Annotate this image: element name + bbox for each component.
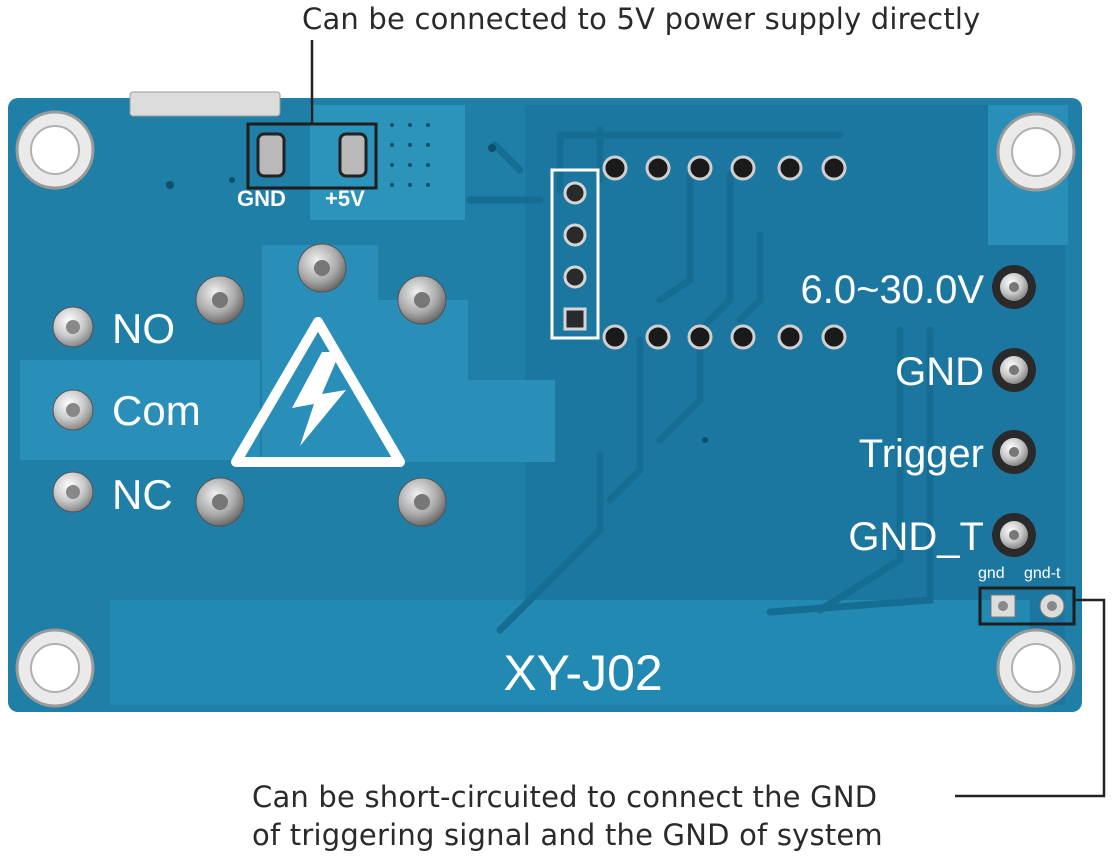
gnd-jumper-pads [978,586,1076,626]
annotation-5v-power: Can be connected to 5V power supply dire… [302,2,981,36]
via-grid [166,123,708,443]
pad-label-5v: +5V [325,186,365,211]
mounting-holes [15,110,1076,708]
terminal-label-com: Com [112,387,201,434]
relay-solder-joints [195,243,447,527]
pad-label-gnd: GND [237,186,286,211]
input-terminal-pads [992,265,1036,557]
pin-header-4 [550,168,600,340]
high-voltage-warning-icon [231,317,405,467]
input-label-voltage: 6.0~30.0V [801,268,985,312]
copper-pour-bottom [110,600,1030,705]
input-label-trigger: Trigger [859,432,984,476]
copper-pour-relay [262,245,555,462]
annotation-line-1: Can be short-circuited to connect the GN… [252,780,878,814]
terminal-label-no: NO [112,305,175,352]
board-model-label: XY-J02 [503,645,662,701]
ic-pads-bottom [602,324,847,350]
terminal-label-nc: NC [112,471,173,518]
input-label-gnd: GND [895,350,984,394]
input-label-gnd-t: GND_T [848,515,984,559]
jumper-label-gnd-t: gnd-t [1024,565,1061,582]
usb-connector [129,91,281,117]
5v-power-pads [246,122,378,190]
annotation-gnd-short: Can be short-circuited to connect the GN… [252,778,883,854]
relay-terminal-pads [52,306,94,513]
leader-line-bottom [955,598,1106,798]
jumper-label-gnd: gnd [978,565,1005,582]
annotation-line-2: of triggering signal and the GND of syst… [252,818,883,852]
ic-pads-top [602,155,847,181]
traces [466,126,934,634]
